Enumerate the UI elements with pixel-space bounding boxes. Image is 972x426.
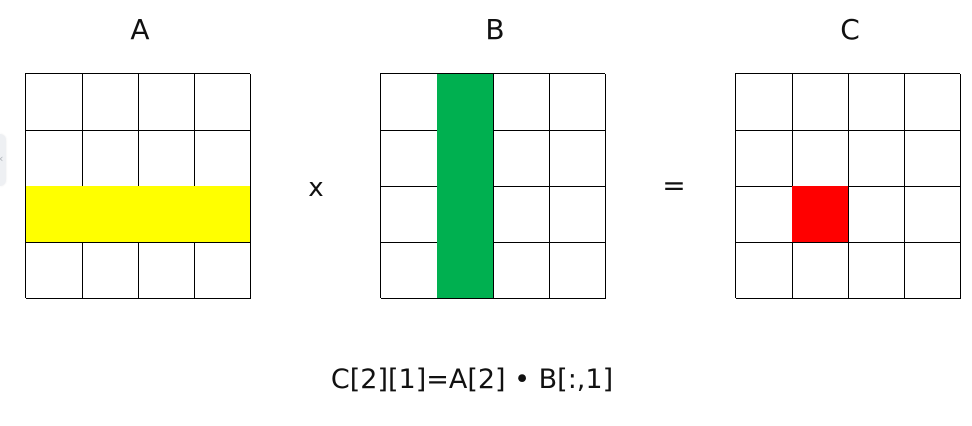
matrix-c-cell-3-1	[792, 242, 849, 299]
matrix-a-cell-3-3	[194, 242, 251, 299]
matrix-c-cell-1-3	[904, 130, 961, 187]
matrix-a-cell-0-2	[138, 74, 195, 131]
matrix-b-cell-0-0	[381, 74, 438, 131]
matrix-a-cell-0-0	[26, 74, 83, 131]
matrix-a-cell-1-3	[194, 130, 251, 187]
matrix-b-cell-0-2	[493, 74, 550, 131]
matrix-b-cell-1-0	[381, 130, 438, 187]
matrix-a-cell-0-3	[194, 74, 251, 131]
matrix-c-cell-2-0	[736, 186, 793, 243]
matrix-c-cell-0-1	[792, 74, 849, 131]
matrix-b-cell-2-0	[381, 186, 438, 243]
formula-text: C[2][1]=A[2] • B[:,1]	[330, 364, 614, 395]
matrix-b-cell-3-3	[549, 242, 606, 299]
matrix-c-cell-0-3	[904, 74, 961, 131]
chevron-left-icon: ‹	[0, 152, 3, 165]
matrix-b-cell-3-1	[437, 242, 494, 299]
multiply-operator: x	[308, 173, 324, 203]
matrix-a-cell-2-3	[194, 186, 251, 243]
matrix-c-cell-1-1	[792, 130, 849, 187]
matrix-a-cell-1-2	[138, 130, 195, 187]
matrix-a-cell-2-2	[138, 186, 195, 243]
matrix-b-cell-2-1	[437, 186, 494, 243]
matrix-b-grid	[380, 73, 606, 299]
matrix-b-cell-0-3	[549, 74, 606, 131]
matrix-c-cell-3-2	[848, 242, 905, 299]
matrix-c-cell-2-2	[848, 186, 905, 243]
matrix-a-cell-2-1	[82, 186, 139, 243]
matrix-c-cell-1-2	[848, 130, 905, 187]
matrix-c-cell-0-2	[848, 74, 905, 131]
matrix-c-cell-1-0	[736, 130, 793, 187]
matrix-b-cell-1-3	[549, 130, 606, 187]
matrix-b-cell-3-2	[493, 242, 550, 299]
matrix-a-grid	[25, 73, 251, 299]
matrix-a-cell-3-2	[138, 242, 195, 299]
matrix-c-cell-0-0	[736, 74, 793, 131]
matrix-a-cell-0-1	[82, 74, 139, 131]
matrix-c-cell-3-3	[904, 242, 961, 299]
matrix-a-cell-1-1	[82, 130, 139, 187]
matrix-b-cell-1-1	[437, 130, 494, 187]
matrix-b-cell-1-2	[493, 130, 550, 187]
matrix-b-cell-2-3	[549, 186, 606, 243]
matrix-b-cell-2-2	[493, 186, 550, 243]
matrix-b-label: B	[485, 13, 505, 46]
matrix-a-cell-1-0	[26, 130, 83, 187]
matrix-c-cell-2-1	[792, 186, 849, 243]
matrix-c-grid	[735, 73, 961, 299]
matrix-b-cell-3-0	[381, 242, 438, 299]
matrix-c-label: C	[840, 13, 860, 46]
matrix-b-cell-0-1	[437, 74, 494, 131]
matrix-a-cell-3-0	[26, 242, 83, 299]
matrix-a-cell-3-1	[82, 242, 139, 299]
side-collapse-tab[interactable]: ‹	[0, 134, 6, 186]
matrix-a-cell-2-0	[26, 186, 83, 243]
matrix-a-label: A	[130, 13, 150, 46]
matrix-c-cell-2-3	[904, 186, 961, 243]
equals-operator: =	[662, 169, 686, 202]
matrix-c-cell-3-0	[736, 242, 793, 299]
